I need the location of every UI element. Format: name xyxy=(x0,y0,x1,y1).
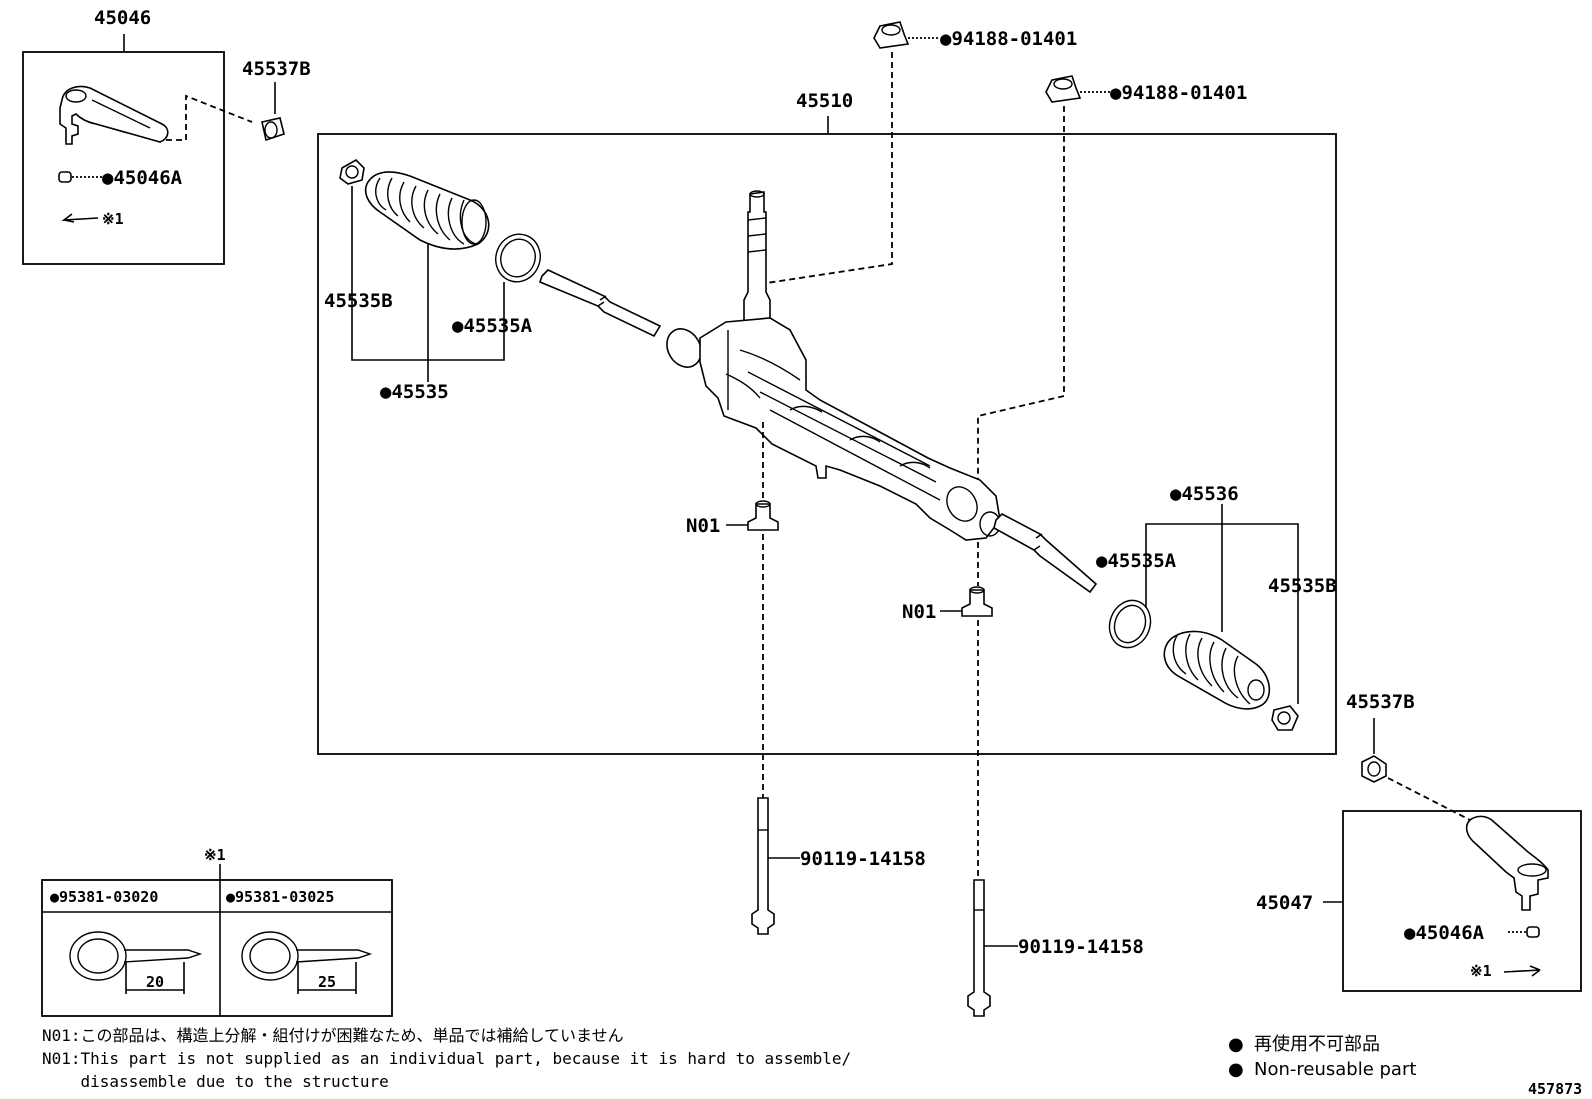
note-n01-english-line1: N01:This part is not supplied as an indi… xyxy=(42,1049,851,1068)
boot-clamp-right xyxy=(1271,705,1299,731)
label-45047: 45047 xyxy=(1256,892,1313,914)
label-45046a-left: ●45046A xyxy=(102,167,183,189)
note-n01-japanese: N01:この部品は、構造上分解・組付けが困難なため、単品では補給していません xyxy=(42,1026,624,1045)
tie-rod-end-right-box xyxy=(1342,810,1582,992)
label-ref1-right: ※1 xyxy=(1470,962,1492,980)
label-45535: ●45535 xyxy=(380,381,449,403)
label-ref1-left: ※1 xyxy=(102,210,124,228)
label-n01-right: N01 xyxy=(902,601,936,623)
boot-clamp-left xyxy=(339,159,365,185)
bolt-90119-right xyxy=(967,879,991,1017)
label-94188-mid: ●94188-01401 xyxy=(1110,82,1247,104)
label-45535a-left: ●45535A xyxy=(452,315,533,337)
tie-rod-end-left-box xyxy=(22,51,225,265)
nut-45537b-right xyxy=(1361,755,1387,783)
cotter-pin-right xyxy=(1526,926,1540,938)
pin-table-col2-header: ●95381-03025 xyxy=(226,888,334,906)
steering-rack-boot-right xyxy=(1163,630,1271,710)
boot-clamp-ring-left xyxy=(495,233,541,283)
label-90119-right: 90119-14158 xyxy=(1018,936,1144,958)
cotter-pin-25-drawing xyxy=(241,931,373,994)
label-45537b-left: 45537B xyxy=(242,58,311,80)
label-45535b-left: 45535B xyxy=(324,290,393,312)
leader-94188-mid xyxy=(977,106,1065,484)
cotter-pin-table: ※1 ●95381-03020 ●95381-03025 20 25 xyxy=(41,846,393,1017)
tie-rod-end-right xyxy=(1465,815,1549,911)
main-assembly-box xyxy=(317,133,1337,755)
tie-rod-end-left xyxy=(59,85,169,145)
bolt-90119-left xyxy=(751,797,775,935)
label-n01-left: N01 xyxy=(686,515,720,537)
legend-jp: 再使用不可部品 xyxy=(1254,1034,1380,1055)
cotter-pin-20-drawing xyxy=(69,931,203,994)
bushing-n01-left xyxy=(747,500,779,531)
nut-45537b-left xyxy=(261,117,285,142)
steering-gear-assembly xyxy=(539,190,1098,594)
label-45046: 45046 xyxy=(94,7,151,29)
diagram-id: 457873 xyxy=(1528,1080,1582,1098)
arrow-ref1-left xyxy=(61,213,99,223)
label-45510: 45510 xyxy=(796,90,853,112)
label-45046a-right: ●45046A xyxy=(1404,922,1485,944)
arrow-ref1-right xyxy=(1503,965,1541,977)
nut-94188-mid xyxy=(1045,75,1082,103)
label-45537b-right: 45537B xyxy=(1346,691,1415,713)
pin-table-col2-dim: 25 xyxy=(318,973,336,991)
label-ref1-table: ※1 xyxy=(204,846,226,864)
legend-en: Non-reusable part xyxy=(1254,1059,1416,1080)
bushing-n01-right xyxy=(961,586,993,617)
label-45535b-right: 45535B xyxy=(1268,575,1337,597)
legend: ● 再使用不可部品 ● Non-reusable part xyxy=(1228,1034,1416,1080)
label-94188-top: ●94188-01401 xyxy=(940,28,1077,50)
note-n01-english-line2: disassemble due to the structure xyxy=(42,1072,389,1091)
cotter-pin-left xyxy=(58,171,72,183)
legend-bullet-en: ● xyxy=(1228,1059,1244,1080)
legend-bullet-jp: ● xyxy=(1228,1034,1244,1055)
label-45536: ●45536 xyxy=(1170,483,1239,505)
label-90119-left: 90119-14158 xyxy=(800,848,926,870)
nut-94188-top xyxy=(873,21,910,49)
boot-clamp-ring-right xyxy=(1108,599,1152,649)
pin-table-col1-header: ●95381-03020 xyxy=(50,888,158,906)
pin-table-col1-dim: 20 xyxy=(146,973,164,991)
label-45535a-right: ●45535A xyxy=(1096,550,1177,572)
steering-rack-boot-left xyxy=(364,171,490,250)
